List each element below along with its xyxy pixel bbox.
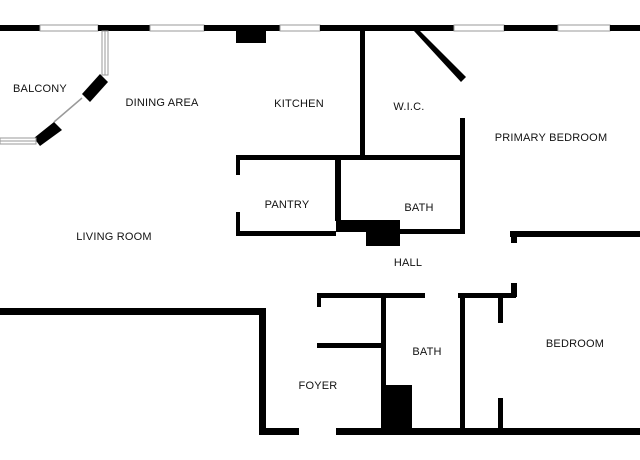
label-foyer: FOYER (299, 380, 338, 392)
wall-bath-lower-top-right (458, 293, 516, 298)
wall-bedroom-left-upper (498, 293, 503, 323)
wall-hall-right-upper (511, 231, 517, 243)
wall-bottom-right (336, 428, 640, 435)
wall-wic-right (460, 118, 465, 233)
label-pantry: PANTRY (265, 199, 310, 211)
label-bedroom: BEDROOM (546, 338, 604, 350)
wall-bath-upper-bottom (336, 220, 366, 232)
window-top-4 (453, 24, 505, 32)
window-top-2 (149, 24, 205, 32)
label-primary-bedroom: PRIMARY BEDROOM (495, 132, 608, 144)
wall-primary-bedroom-bottom (510, 231, 640, 237)
label-hall: HALL (394, 257, 422, 269)
label-dining-area: DINING AREA (125, 97, 199, 109)
wall-bottom-left (259, 428, 299, 435)
label-living-room: LIVING ROOM (76, 231, 152, 243)
wall-wic-diagonal (414, 31, 466, 82)
wall-closet-top (317, 293, 425, 298)
window-top-1 (39, 24, 99, 32)
wall-balcony-diagonal-upper (82, 74, 108, 102)
label-wic: W.I.C. (393, 101, 424, 113)
wall-balcony-diagonal-lower (34, 122, 62, 146)
wall-pantry-left-upper (236, 155, 240, 175)
wall-top-1 (0, 25, 40, 31)
wall-top-2 (98, 25, 150, 31)
wall-top-6 (610, 25, 640, 31)
kitchen-column (236, 25, 266, 43)
label-balcony: BALCONY (13, 83, 67, 95)
window-balcony-diagonal (53, 97, 83, 123)
wall-living-bottom (0, 308, 266, 315)
label-bath-lower: BATH (412, 346, 441, 358)
label-kitchen: KITCHEN (274, 98, 324, 110)
wall-kitchen-right (360, 31, 365, 157)
wall-top-4 (320, 25, 454, 31)
wall-hall-right-lower (511, 283, 517, 297)
wall-closet-left (317, 293, 321, 307)
wall-top-5 (504, 25, 558, 31)
window-top-3 (279, 24, 321, 32)
wall-bath-upper-bottom-right (400, 229, 465, 234)
column-bath-upper (366, 220, 400, 246)
column-bath-lower (386, 385, 412, 433)
wall-pantry-right (335, 155, 341, 221)
wall-pantry-bottom (236, 231, 336, 236)
wall-bath-lower-right (460, 293, 465, 433)
wall-pantry-left-lower (236, 212, 240, 236)
wall-foyer-left (259, 308, 266, 435)
wall-pantry-top (236, 155, 465, 160)
label-bath-upper: BATH (404, 202, 433, 214)
wall-closet-bottom (317, 343, 385, 348)
window-top-5 (557, 24, 611, 32)
wall-bedroom-left-lower (498, 398, 503, 433)
wall-bath-lower-left (381, 293, 386, 433)
